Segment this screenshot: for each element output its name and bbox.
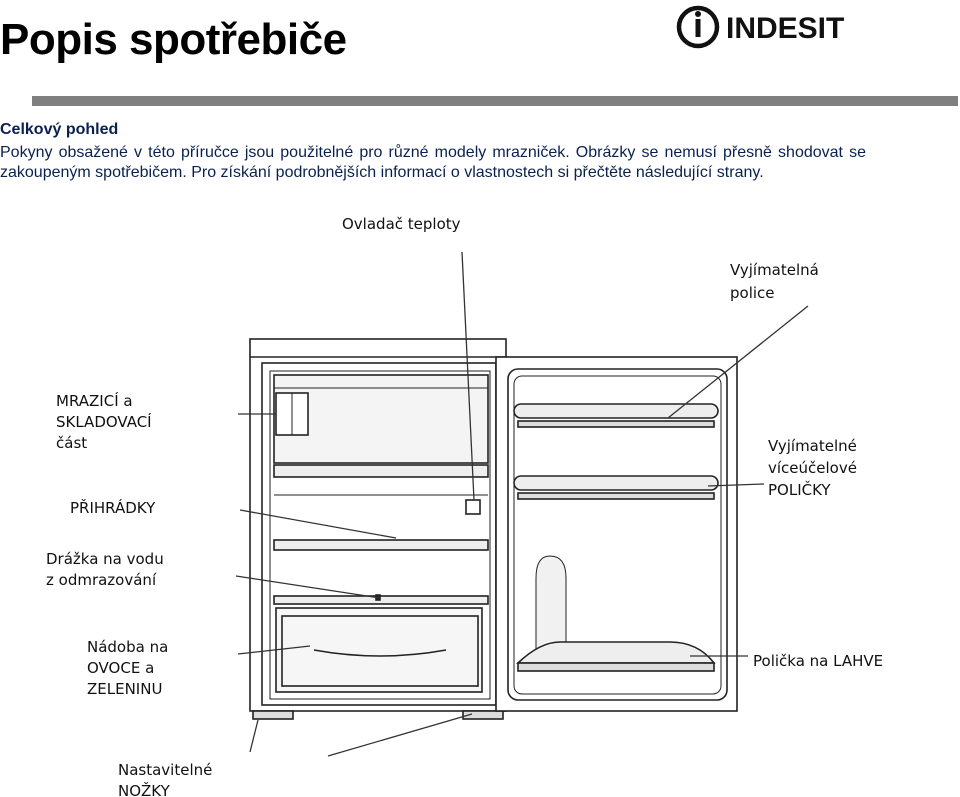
brand-wordmark: INDESIT [726,12,844,45]
label-crisper-1: Nádoba na [87,638,168,656]
label-groove-2: z odmrazování [46,571,157,589]
fridge-cabinet [249,338,507,720]
label-crisper-2: OVOCE a [87,659,154,677]
label-crisper-3: ZELENINU [87,680,162,698]
label-freezer-1: MRAZICÍ a [56,391,133,410]
label-feet-1: Nastavitelné [118,761,212,779]
intro-paragraph: Pokyny obsažené v této příručce jsou pou… [0,144,866,181]
indesit-logo: INDESIT [676,5,844,49]
label-freezer-3: část [56,434,87,452]
header-rule [32,96,958,106]
fridge-door [495,356,738,712]
label-bottle-shelf: Polička na LAHVE [753,652,883,670]
section-heading: Celkový pohled [0,121,119,138]
label-temperature-control: Ovladač teploty [342,215,461,233]
label-multi-shelves-2: víceúčelové [768,459,857,477]
label-compartments: PŘIHRÁDKY [70,498,156,517]
label-multi-shelves-1: Vyjímatelné [768,437,857,455]
label-multi-shelves-3: POLIČKY [768,480,831,499]
label-removable-shelf-1: Vyjímatelná [730,261,819,279]
label-freezer-2: SKLADOVACÍ [56,412,152,431]
label-removable-shelf-2: police [730,284,775,302]
label-groove-1: Drážka na vodu [46,550,164,568]
page-title: Popis spotřebiče [0,15,347,64]
label-feet-2: NOŽKY [118,781,171,797]
